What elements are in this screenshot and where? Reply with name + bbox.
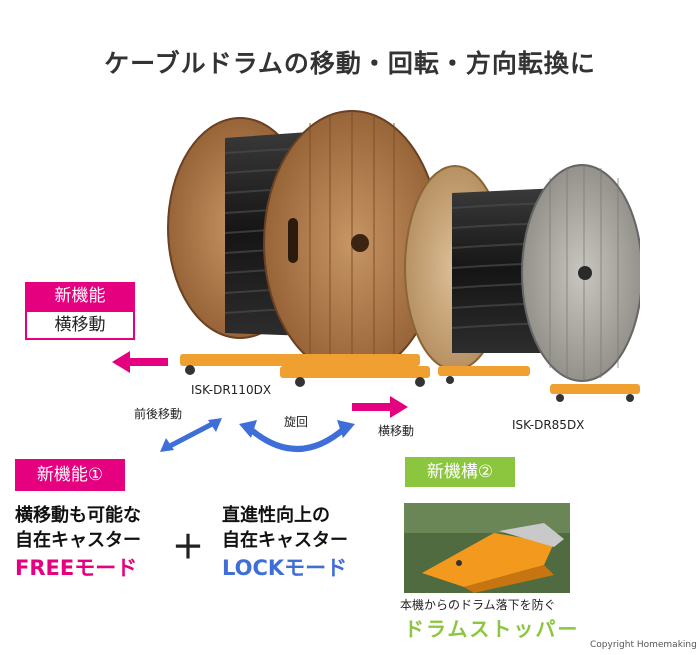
copyright: Copyright Homemaking [590,640,697,650]
page-title: ケーブルドラムの移動・回転・方向転換に [104,49,596,78]
feature1-badge: 新機能① [15,459,125,491]
drum-stopper-label: ドラムストッパー [404,617,580,641]
lateral-label: 横移動 [378,424,415,438]
feature1-line2: 自在キャスター [15,530,141,551]
feature3-badge: 新機構② [405,457,515,487]
free-mode-label: FREEモード [15,556,138,580]
new-feature-badge-body: 横移動 [25,310,135,340]
lock-mode-label: LOCKモード [222,556,348,580]
new-feature-badge-head: 新機能 [25,282,135,310]
feature2-line1: 直進性向上の [222,505,330,526]
feature1-line1: 横移動も可能な [15,505,141,526]
cable-drum-illustration [167,110,640,402]
feature2-line2: 自在キャスター [222,530,348,551]
diagonal-double-arrow-icon [160,418,222,452]
forward-back-label: 前後移動 [134,407,183,421]
plus-sign: ＋ [172,528,205,566]
left-arrow-icon [112,351,168,373]
model-label-large: ISK-DR110DX [191,383,272,397]
rotate-arrow-icon [239,420,355,452]
feature3-caption: 本機からのドラム落下を防ぐ [400,598,556,612]
right-arrow-icon [352,396,408,418]
rotate-label: 旋回 [284,415,309,429]
model-label-small: ISK-DR85DX [512,418,585,432]
drum-stopper-photo [404,503,570,593]
